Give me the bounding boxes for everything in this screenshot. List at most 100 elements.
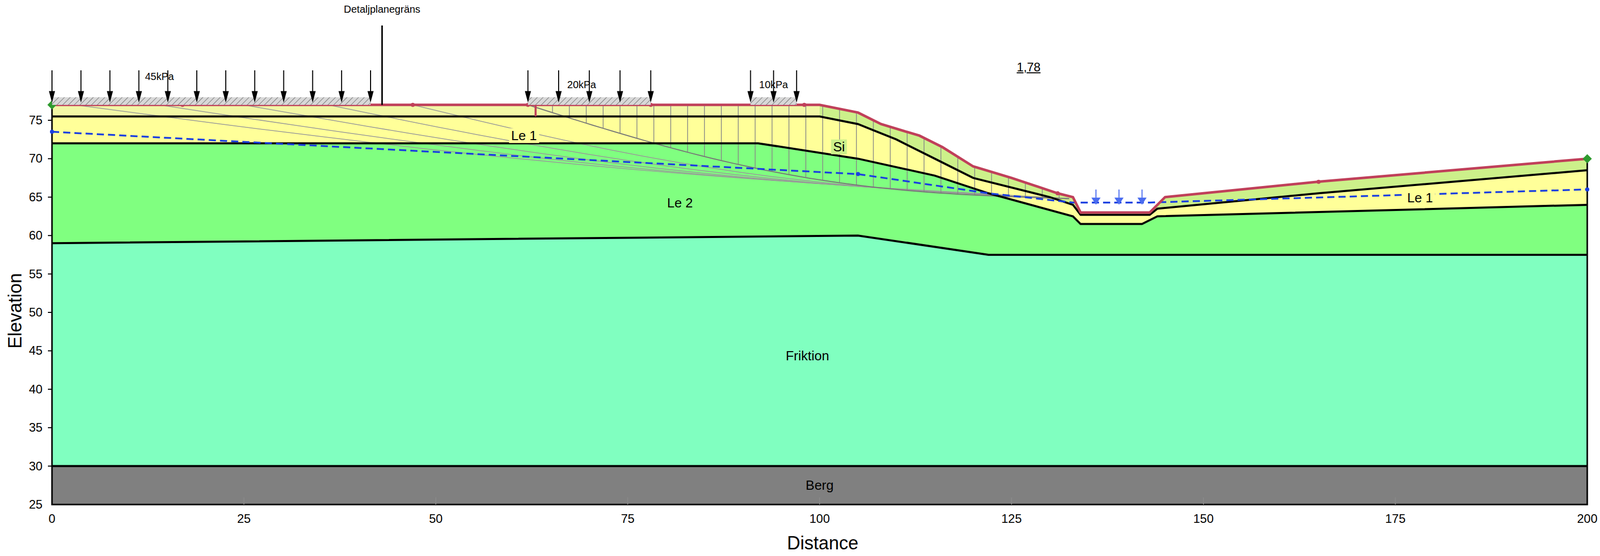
axis-tick — [1202, 497, 1204, 505]
axis-tick — [47, 311, 52, 313]
load-arrow — [770, 91, 777, 103]
axis-tick — [435, 497, 437, 505]
tick-label: 25 — [29, 497, 43, 512]
load-arrow — [619, 70, 621, 93]
tick-label: 30 — [29, 459, 43, 473]
water-marker — [1141, 189, 1143, 198]
tick-label: 60 — [29, 228, 43, 243]
critical-slip — [528, 105, 1070, 199]
section-border — [51, 105, 1588, 505]
load-arrow — [107, 91, 114, 103]
slice-line — [636, 105, 638, 139]
load-arrow — [109, 70, 111, 93]
slip-surface — [159, 105, 1070, 199]
slice-line — [991, 171, 993, 196]
layer-label: Le 1 — [509, 128, 540, 144]
plan-boundary-line — [381, 25, 383, 106]
layer-label: Si — [830, 139, 847, 155]
water-marker — [1137, 197, 1147, 205]
slice-line — [788, 105, 790, 175]
load-arrow — [793, 91, 800, 103]
load-arrow — [283, 70, 285, 93]
water-marker — [1095, 189, 1097, 198]
load-arrow — [80, 70, 82, 93]
load-arrow — [196, 70, 198, 93]
tick-label: 50 — [29, 305, 43, 320]
load-arrow — [647, 91, 654, 103]
water-table — [51, 132, 1588, 203]
load-arrow — [135, 91, 142, 103]
load-label: 10kPa — [758, 79, 789, 91]
water-point — [1585, 187, 1590, 192]
axis-tick — [47, 388, 52, 390]
slice-line — [703, 105, 705, 157]
tick-label: 40 — [29, 382, 43, 397]
axis-tick — [47, 119, 52, 121]
tick-label: 125 — [1001, 512, 1022, 526]
axis-tick — [47, 273, 52, 275]
slice-line — [923, 138, 925, 193]
axis-tick — [1011, 497, 1013, 505]
axis-tick — [47, 465, 52, 467]
load-arrow — [251, 91, 258, 103]
le1-layer — [51, 116, 1588, 225]
friktion-layer — [51, 235, 1588, 466]
ground-surface — [51, 105, 1588, 213]
tick-label: 150 — [1193, 512, 1214, 526]
water-marker — [1091, 197, 1101, 205]
load-arrow — [311, 70, 313, 93]
water-marker — [1114, 197, 1124, 205]
slice-line — [653, 105, 655, 144]
axis-tick — [47, 158, 52, 160]
layer-label: Le 2 — [665, 195, 696, 211]
slice-line — [771, 105, 773, 172]
surface-point — [1055, 191, 1060, 196]
load-arrow — [616, 91, 623, 103]
load-arrow — [555, 91, 562, 103]
load-arrow — [225, 70, 227, 93]
axis-title: Elevation — [5, 273, 26, 349]
slice-line — [687, 105, 689, 153]
boundary-marker — [1582, 153, 1592, 164]
slice-line — [754, 105, 756, 169]
boundary-label: Detaljplanegräns — [344, 3, 421, 15]
axis-tick — [47, 196, 52, 198]
layer-label: Berg — [803, 478, 836, 493]
load-arrow — [48, 91, 56, 103]
water-point — [855, 172, 860, 177]
slice-line — [670, 105, 672, 148]
load-arrow — [749, 70, 751, 93]
tick-label: 25 — [237, 512, 251, 526]
tick-label: 45 — [29, 344, 43, 358]
tick-label: 50 — [429, 512, 443, 526]
tick-label: 55 — [29, 267, 43, 281]
slip-entry — [534, 105, 537, 117]
load-arrow — [222, 91, 229, 103]
layer-label: Le 1 — [1405, 190, 1436, 206]
tick-label: 75 — [620, 512, 635, 526]
axis-tick — [47, 350, 52, 352]
water-marker — [1118, 189, 1120, 198]
load-arrow — [309, 91, 316, 103]
slice-line — [720, 105, 722, 161]
tick-label: 100 — [809, 512, 830, 526]
surface-point — [410, 102, 415, 108]
axis-tick — [1395, 497, 1397, 505]
load-arrow — [164, 91, 171, 103]
load-arrow — [51, 70, 53, 93]
load-arrow — [338, 91, 345, 103]
tick-label: 65 — [29, 190, 43, 204]
load-label: 20kPa — [567, 79, 597, 91]
slice-line — [619, 105, 621, 134]
layer-boundary — [51, 465, 1588, 468]
load-arrow — [525, 91, 532, 103]
load-arrow — [650, 70, 652, 93]
tick-label: 175 — [1384, 512, 1406, 526]
layer-boundary — [51, 235, 1588, 255]
load-arrow — [796, 70, 798, 93]
slice-line — [585, 105, 587, 124]
axis-tick — [47, 234, 52, 236]
load-arrow — [193, 91, 200, 103]
layer-boundary — [51, 143, 1588, 224]
